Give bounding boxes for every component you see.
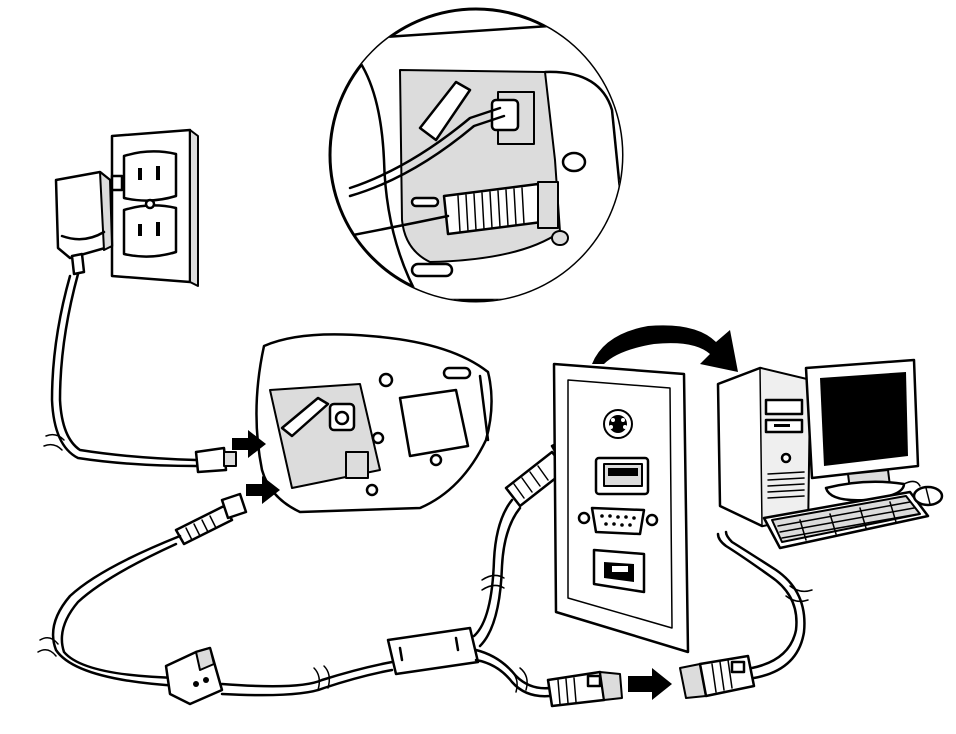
keyboard-icon	[762, 490, 930, 550]
ps2-port-icon	[603, 409, 633, 439]
rj45-connector	[174, 492, 248, 546]
arrow-data-in	[246, 476, 280, 504]
arrow-keyboard-connect	[628, 668, 672, 700]
scanner-cable	[51, 534, 182, 688]
ethernet-port-icon	[592, 548, 646, 594]
serial-port-icon	[577, 506, 659, 536]
desktop-tower	[716, 366, 812, 528]
usb-port-icon	[594, 456, 650, 496]
power-plug	[194, 446, 237, 474]
keyboard-ps2-plug	[679, 654, 756, 699]
power-adapter	[54, 170, 124, 276]
power-cable	[58, 272, 198, 462]
ps2-connector-pass-through	[546, 670, 623, 708]
wall-outlet	[110, 128, 199, 287]
y-splitter	[164, 646, 224, 706]
inset-magnifier	[328, 7, 624, 303]
computer-rear-panel	[552, 362, 690, 654]
curved-arrow-icon	[592, 325, 738, 372]
monitor-icon	[804, 358, 920, 502]
arrow-power-in	[232, 430, 266, 458]
mouse-icon	[903, 480, 944, 507]
ferrite-junction	[386, 626, 480, 676]
scanner-stand	[255, 333, 493, 514]
